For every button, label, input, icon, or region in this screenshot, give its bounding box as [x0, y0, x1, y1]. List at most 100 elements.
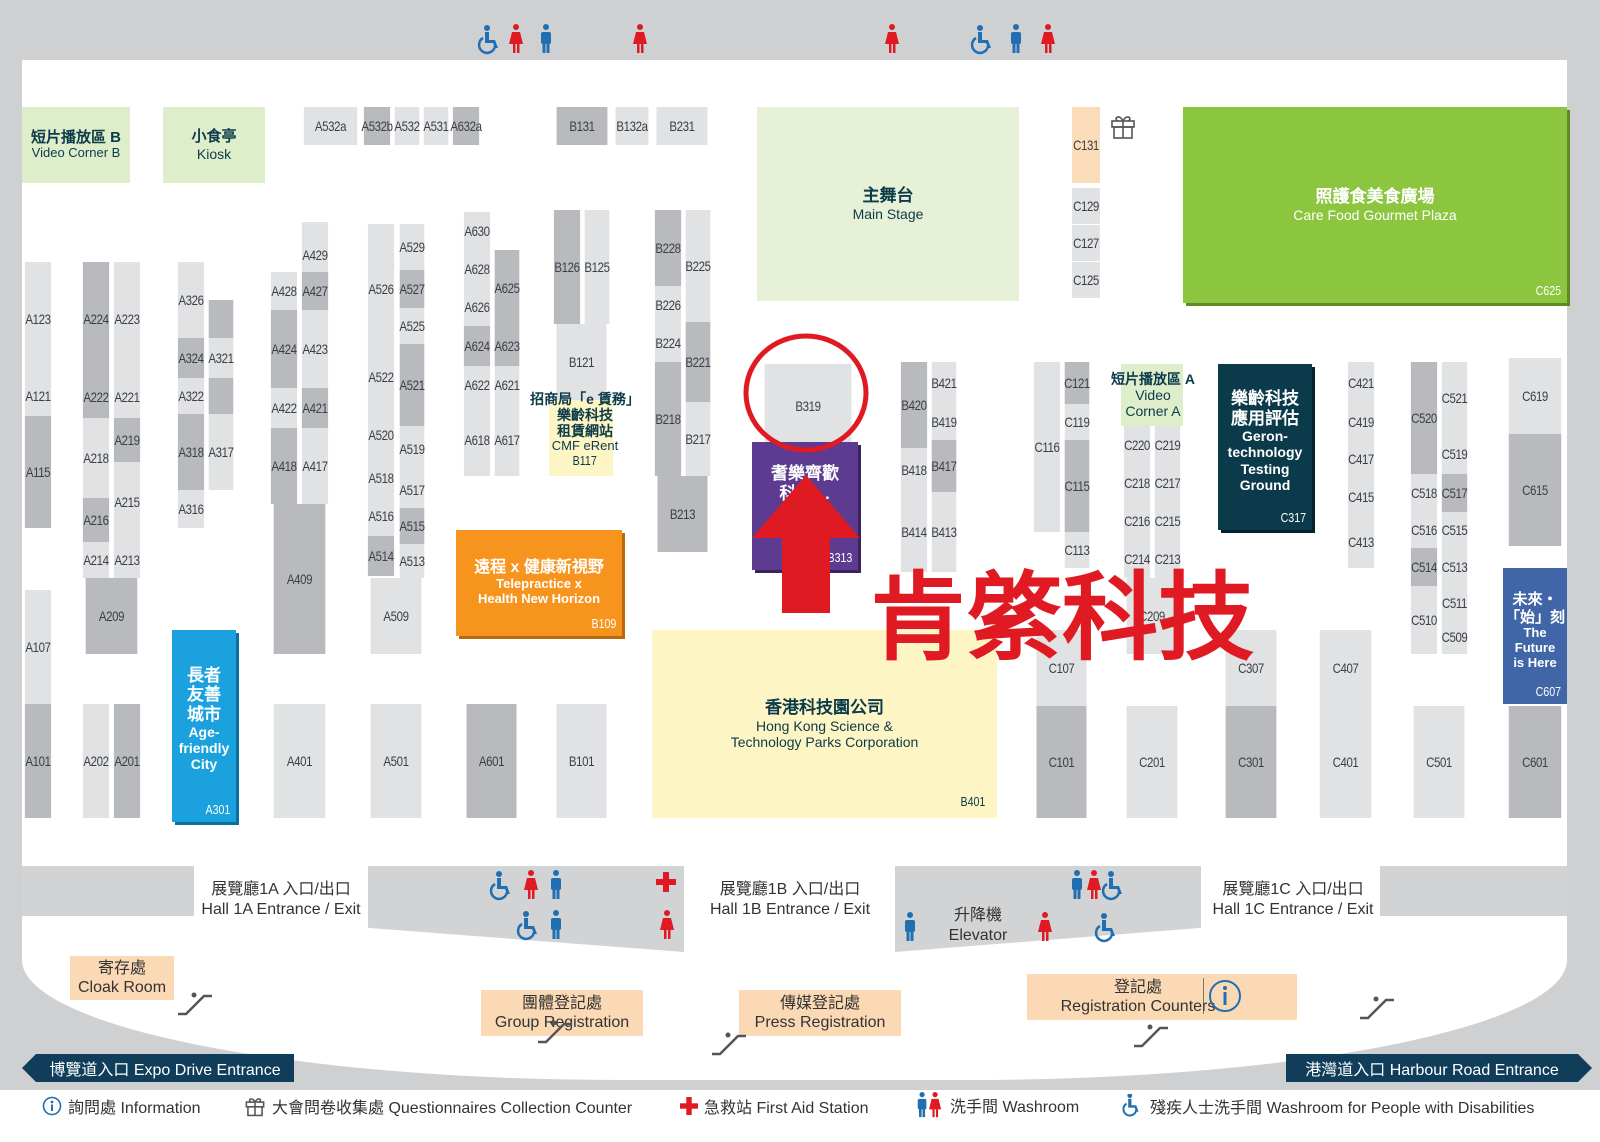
booth-c519[interactable]: C519 — [1442, 434, 1468, 474]
booth-a513[interactable]: A513 — [399, 544, 425, 578]
booth-c520[interactable]: C520 — [1410, 362, 1437, 474]
kiosk[interactable]: 小食亭 Kiosk — [163, 107, 265, 183]
booth-c215[interactable]: C215 — [1155, 502, 1181, 540]
booth-a601[interactable]: A601 — [466, 704, 517, 818]
booth-a218[interactable]: A218 — [82, 418, 110, 498]
booth-a201[interactable]: A201 — [113, 704, 141, 818]
booth-a222[interactable]: A222 — [82, 376, 110, 418]
booth-b231[interactable]: B231 — [656, 107, 708, 145]
booth-a121[interactable]: A121 — [24, 376, 52, 416]
booth-b101[interactable]: B101 — [556, 704, 607, 818]
booth-c521[interactable]: C521 — [1442, 362, 1468, 434]
booth-a626[interactable]: A626 — [463, 288, 491, 326]
booth-c127[interactable]: C127 — [1072, 225, 1100, 261]
booth-c417[interactable]: C417 — [1347, 440, 1374, 478]
main-stage[interactable]: 主舞台 Main Stage — [757, 107, 1019, 301]
age-friendly-city[interactable]: 長者 友善 城市 Age- friendly City A301 — [172, 630, 236, 822]
booth-a522[interactable]: A522 — [367, 344, 395, 410]
booth-b418[interactable]: B418 — [900, 448, 928, 492]
booth-b217[interactable]: B217 — [685, 402, 711, 476]
booth-a428[interactable]: A428 — [270, 272, 298, 310]
booth-b121[interactable]: B121 — [556, 324, 607, 400]
booth-a529[interactable]: A529 — [399, 224, 425, 270]
booth-a525[interactable]: A525 — [399, 308, 425, 344]
booth-c421[interactable]: C421 — [1347, 362, 1374, 404]
booth-c220[interactable]: C220 — [1123, 426, 1150, 464]
booth-c131[interactable]: C131 — [1072, 107, 1100, 183]
booth-c219[interactable]: C219 — [1155, 426, 1181, 464]
booth-a101[interactable]: A101 — [24, 704, 52, 818]
booth-a115[interactable]: A115 — [24, 416, 52, 528]
booth-b420[interactable]: B420 — [900, 362, 928, 448]
future-is-here[interactable]: 未來・ 「始」刻 The Future is Here C607 — [1503, 568, 1567, 704]
booth-c516[interactable]: C516 — [1410, 512, 1437, 548]
booth-c515[interactable]: C515 — [1442, 512, 1468, 548]
booth-b417[interactable]: B417 — [931, 440, 957, 492]
booth-b213[interactable]: B213 — [657, 476, 708, 552]
booth-a321[interactable]: A321 — [208, 338, 234, 378]
booth-a518[interactable]: A518 — [367, 460, 395, 496]
booth-c201[interactable]: C201 — [1126, 706, 1178, 818]
booth-a618[interactable]: A618 — [463, 404, 491, 476]
gerontechnology-testing-ground[interactable]: 樂齡科技 應用評估 Geron- technology Testing Grou… — [1218, 364, 1312, 530]
hkstp[interactable]: 香港科技園公司 Hong Kong Science & Technology P… — [652, 630, 997, 818]
booth-c518[interactable]: C518 — [1410, 474, 1437, 512]
booth-a424[interactable]: A424 — [270, 310, 298, 388]
booth-b221[interactable]: B221 — [685, 322, 711, 402]
booth-a318[interactable]: A318 — [177, 414, 205, 490]
elevator[interactable]: 升降機 Elevator — [930, 906, 1026, 946]
booth-a527[interactable]: A527 — [399, 270, 425, 308]
hall-1a-entrance[interactable]: 展覽廳1A 入口/出口 Hall 1A Entrance / Exit — [194, 880, 368, 920]
booth-a326[interactable]: A326 — [177, 262, 205, 338]
booth-a202[interactable]: A202 — [82, 704, 110, 818]
booth-c307[interactable]: C307 — [1225, 630, 1277, 706]
booth-c517[interactable]: C517 — [1442, 474, 1468, 512]
booth-c214[interactable]: C214 — [1123, 540, 1150, 578]
booth-b225[interactable]: B225 — [685, 210, 711, 322]
booth-a215[interactable]: A215 — [113, 462, 141, 542]
booth-a216[interactable]: A216 — [82, 498, 110, 542]
booth-c129[interactable]: C129 — [1072, 188, 1100, 224]
booth-b413[interactable]: B413 — [931, 492, 957, 572]
booth-a409[interactable]: A409 — [273, 504, 326, 654]
booth-c509[interactable]: C509 — [1442, 620, 1468, 654]
booth-a324[interactable]: A324 — [177, 338, 205, 378]
booth-b218[interactable]: B218 — [654, 362, 682, 476]
booth-a515[interactable]: A515 — [399, 508, 425, 544]
booth-a526[interactable]: A526 — [367, 270, 395, 308]
booth-a624[interactable]: A624 — [463, 326, 491, 366]
booth-a322[interactable]: A322 — [177, 378, 205, 414]
booth-a427[interactable]: A427 — [301, 272, 329, 310]
booth-c301[interactable]: C301 — [1225, 706, 1277, 818]
booth-a516[interactable]: A516 — [367, 496, 395, 536]
hall-1b-entrance[interactable]: 展覽廳1B 入口/出口 Hall 1B Entrance / Exit — [700, 880, 880, 920]
booth-a621[interactable]: A621 — [494, 366, 520, 404]
telepractice-health-new-horizon[interactable]: 遠程 x 健康新視野 Telepractice x Health New Hor… — [456, 530, 622, 636]
booth-a422[interactable]: A422 — [270, 388, 298, 428]
booth-b228[interactable]: B228 — [654, 210, 682, 286]
booth-a628[interactable]: A628 — [463, 250, 491, 288]
booth-c510[interactable]: C510 — [1410, 586, 1437, 654]
booth-c115[interactable]: C115 — [1065, 440, 1090, 532]
booth-c513[interactable]: C513 — [1442, 548, 1468, 586]
booth-a625[interactable]: A625 — [494, 250, 520, 326]
booth-c619[interactable]: C619 — [1508, 358, 1562, 434]
booth-a514[interactable]: A514 — [367, 536, 395, 576]
booth-a532a[interactable]: A532a — [303, 107, 358, 145]
booth-c415[interactable]: C415 — [1347, 478, 1374, 516]
booth-b421[interactable]: B421 — [931, 362, 957, 404]
booth-c125[interactable]: C125 — [1072, 262, 1100, 298]
booth-c601[interactable]: C601 — [1508, 706, 1562, 818]
booth-c116[interactable]: C116 — [1033, 362, 1061, 532]
booth-b224[interactable]: B224 — [654, 324, 682, 362]
booth-c113[interactable]: C113 — [1065, 532, 1090, 568]
video-corner-a[interactable]: 短片播放區 A Video Corner A — [1098, 362, 1208, 428]
booth-a617[interactable]: A617 — [494, 404, 520, 476]
press-registration[interactable]: 傳媒登記處 Press Registration — [739, 990, 901, 1036]
video-corner-b[interactable]: 短片播放區 B Video Corner B — [22, 107, 130, 183]
booth-a417[interactable]: A417 — [301, 428, 329, 504]
booth-a213[interactable]: A213 — [113, 542, 141, 578]
registration-counters[interactable]: 登記處 Registration Counters — [1027, 974, 1297, 1020]
booth-b132a[interactable]: B132a — [615, 107, 649, 145]
booth-a401[interactable]: A401 — [273, 704, 326, 818]
